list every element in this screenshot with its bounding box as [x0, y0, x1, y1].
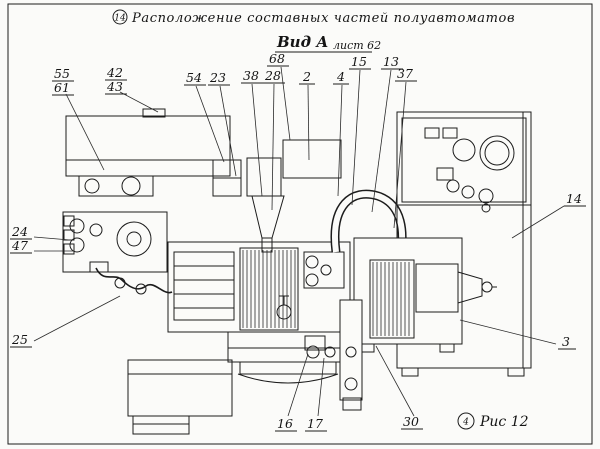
- callout-61: 61: [54, 80, 70, 95]
- base-pedestal: [127, 331, 349, 435]
- leader-lines: [33, 66, 565, 417]
- callout-55: 55: [54, 66, 70, 81]
- drawing-title: Расположение составных частей полуавтома…: [131, 11, 515, 26]
- callout-16: 16: [277, 416, 293, 431]
- figure-caption: 4 Рис 12: [457, 412, 529, 430]
- lower-column: [304, 299, 363, 411]
- callout-4: 4: [336, 69, 345, 84]
- callout-68: 68: [269, 51, 285, 66]
- callout-28: 28: [264, 68, 281, 83]
- view-label: Вид А: [276, 33, 328, 51]
- callout-23: 23: [209, 70, 226, 85]
- title-number: 14: [114, 14, 126, 24]
- callout-25: 25: [11, 332, 28, 347]
- right-cabinet: [396, 111, 532, 377]
- mid-left-assembly: [62, 211, 168, 273]
- sheet-border: [7, 3, 593, 445]
- callout-54: 54: [186, 70, 202, 85]
- callout-24: 24: [11, 224, 28, 239]
- callout-15: 15: [351, 54, 367, 69]
- callout-17: 17: [307, 416, 323, 431]
- fig-number-circle: [457, 412, 475, 430]
- sheet-label: лист 62: [333, 39, 381, 52]
- callout-2: 2: [302, 69, 311, 84]
- feed-tube: [330, 189, 407, 264]
- flexible-cable: [95, 267, 173, 295]
- callout-47: 47: [11, 238, 28, 253]
- motor-assembly: [353, 237, 497, 353]
- fig-label: Рис 12: [479, 414, 529, 430]
- callout-38: 38: [243, 68, 259, 83]
- callout-13: 13: [383, 54, 399, 69]
- main-body: [167, 241, 351, 333]
- callouts: 55 61 42 43 54 23 38 28 68 2 4 15 13 37 …: [10, 51, 586, 432]
- callout-42: 42: [106, 65, 123, 80]
- callout-30: 30: [403, 414, 419, 429]
- header: 14 Расположение составных частей полуавт…: [112, 9, 515, 53]
- callout-37: 37: [397, 66, 413, 81]
- title-number-circle: [112, 9, 128, 25]
- fig-number: 4: [462, 418, 469, 428]
- callout-43: 43: [106, 79, 123, 94]
- callout-3: 3: [562, 334, 570, 349]
- left-housing: [65, 108, 242, 197]
- callout-14: 14: [566, 191, 582, 206]
- machine-drawing: [62, 108, 532, 435]
- top-center-blocks: [246, 139, 342, 253]
